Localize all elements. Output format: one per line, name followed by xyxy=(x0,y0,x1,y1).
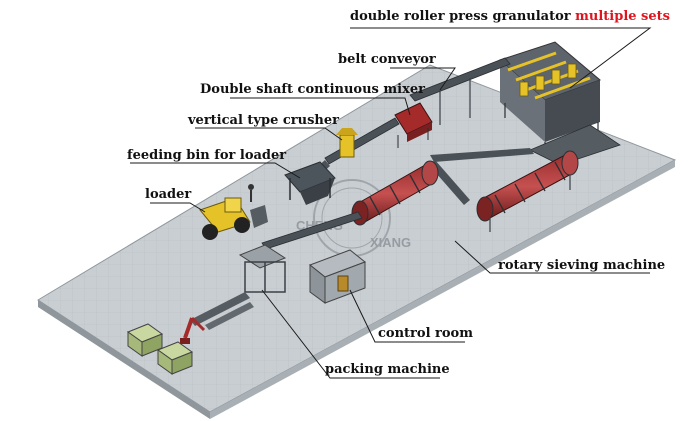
belt-conveyor-return xyxy=(429,124,621,205)
watermark-text-right: XIANG xyxy=(370,235,411,250)
label-granulator: double roller press granulator multiple … xyxy=(350,9,670,24)
belt-conveyor-main xyxy=(409,57,511,125)
feeding-bin-equipment xyxy=(284,161,336,205)
label-granulator-highlight: multiple sets xyxy=(575,9,670,24)
packing-machine-equipment xyxy=(190,244,287,330)
label-sieving: rotary sieving machine xyxy=(498,258,666,273)
leader-control-room xyxy=(349,289,465,343)
leader-packing xyxy=(261,289,440,379)
label-feeding-bin: feeding bin for loader xyxy=(127,148,287,163)
label-loader: loader xyxy=(145,187,192,202)
rotary-sieve-right xyxy=(476,150,579,232)
label-control-room: control room xyxy=(378,326,473,341)
label-granulator-text: double roller press granulator xyxy=(350,9,571,24)
pallet-stack-2 xyxy=(156,341,194,375)
control-room-building xyxy=(309,249,366,304)
leader-loader xyxy=(150,202,206,213)
leader-granulator xyxy=(350,27,652,89)
worker-figure xyxy=(248,184,254,202)
robot-arm xyxy=(180,316,206,344)
label-packing: packing machine xyxy=(325,362,450,377)
leader-lines xyxy=(130,27,652,379)
label-crusher: vertical type crusher xyxy=(188,113,339,128)
leader-sieving xyxy=(454,240,650,274)
leader-crusher xyxy=(195,127,343,141)
loader-vehicle xyxy=(199,197,268,240)
label-belt-conveyor: belt conveyor xyxy=(338,52,436,67)
pallet-stack-1 xyxy=(126,323,164,357)
crusher-equipment xyxy=(336,128,358,158)
leader-feeding-bin xyxy=(130,162,301,179)
leader-belt-conveyor xyxy=(390,67,456,91)
label-mixer: Double shaft continuous mixer xyxy=(200,82,425,97)
leader-mixer xyxy=(230,97,411,116)
mixer-equipment xyxy=(394,102,433,148)
